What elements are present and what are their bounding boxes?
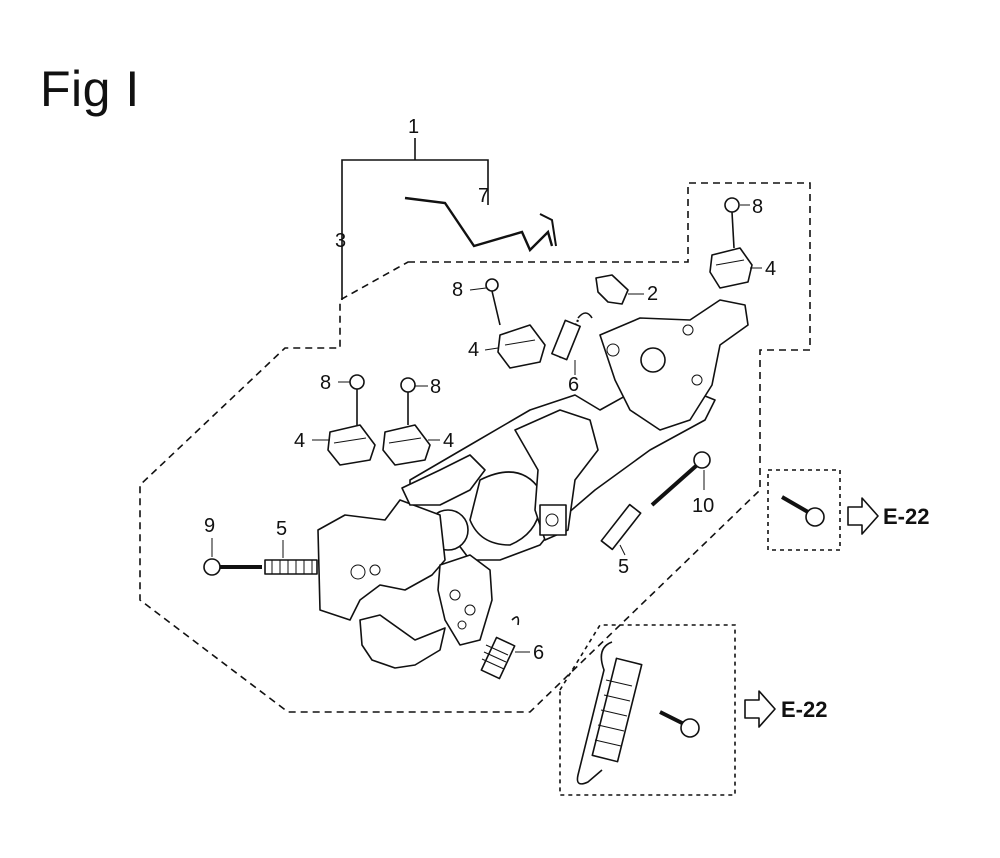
reference-label-lower: E-22 <box>781 697 827 722</box>
screw-mid-left <box>349 374 365 425</box>
bolt-right <box>650 451 711 507</box>
lever-pivot <box>640 347 666 373</box>
callout-4-upper-center: 4 <box>468 339 479 361</box>
leader-5b <box>619 544 626 556</box>
arrow-right-icon-lower <box>744 690 776 728</box>
clip-upper-center <box>497 324 546 369</box>
reference-box-upper <box>767 469 841 551</box>
reference-label-upper: E-22 <box>883 504 929 529</box>
upper-left-arm <box>401 454 486 506</box>
lever-hole-a <box>606 343 620 357</box>
callout-bracket <box>341 159 489 300</box>
small-clip <box>595 274 629 305</box>
reference-box-lower <box>559 624 736 796</box>
callout-1: 1 <box>408 116 419 138</box>
screw-upper-center <box>485 278 501 326</box>
callout-8-mid-left: 8 <box>320 372 331 394</box>
center-boss <box>469 471 542 546</box>
callout-8-mid-right: 8 <box>430 376 441 398</box>
callout-4-mid-left: 4 <box>294 430 305 452</box>
callout-4-mid-right: 4 <box>443 430 454 452</box>
lower-right-plate <box>437 554 493 646</box>
callout-7: 7 <box>478 185 489 207</box>
lower-lever-hole-a <box>350 564 366 580</box>
lever-hole-c <box>682 324 694 336</box>
screw-upper-right <box>724 197 740 249</box>
spring-upper <box>551 312 593 361</box>
reference-bolt-lower <box>659 710 700 738</box>
throttle-rod-hook <box>539 213 557 247</box>
lower-left-lever <box>317 499 446 621</box>
leader-8a <box>469 287 487 291</box>
callout-10: 10 <box>692 495 714 517</box>
lower-lever-hole-b <box>369 564 381 576</box>
clip-mid-left <box>327 424 376 466</box>
reference-spring-lower <box>576 641 643 785</box>
clip-upper-right <box>709 247 753 289</box>
leader-4a <box>484 347 499 351</box>
callout-9: 9 <box>204 515 215 537</box>
callout-6-upper: 6 <box>568 374 579 396</box>
callout-2: 2 <box>647 283 658 305</box>
clip-mid-right <box>382 424 431 466</box>
callout-4-upper-right: 4 <box>765 258 776 280</box>
lower-choke-link <box>359 614 446 669</box>
bolt-left <box>203 558 262 576</box>
spring-right <box>600 503 642 551</box>
middle-bracket-hole <box>545 513 559 527</box>
screw-mid-right <box>400 377 416 425</box>
callout-8-upper-right: 8 <box>752 196 763 218</box>
plate-hole-a <box>449 589 461 601</box>
lever-hole-b <box>691 374 703 386</box>
middle-bracket-block <box>539 504 567 536</box>
arrow-right-icon <box>847 497 879 535</box>
upper-right-lever <box>599 299 749 431</box>
plate-hole-b <box>464 604 476 616</box>
throttle-rod <box>404 196 554 253</box>
callout-8-upper-center: 8 <box>452 279 463 301</box>
plate-hole-c <box>457 620 467 630</box>
reference-bolt-upper <box>781 495 825 527</box>
spring-lower <box>480 616 520 680</box>
figure-title: Fig I <box>40 61 140 117</box>
assembly-boundary <box>139 182 811 713</box>
callout-3: 3 <box>335 230 346 252</box>
spring-left <box>264 559 318 575</box>
callout-6-lower: 6 <box>533 642 544 664</box>
middle-bracket-arm <box>514 409 599 541</box>
callout-5-left: 5 <box>276 518 287 540</box>
callout-5-right: 5 <box>618 556 629 578</box>
